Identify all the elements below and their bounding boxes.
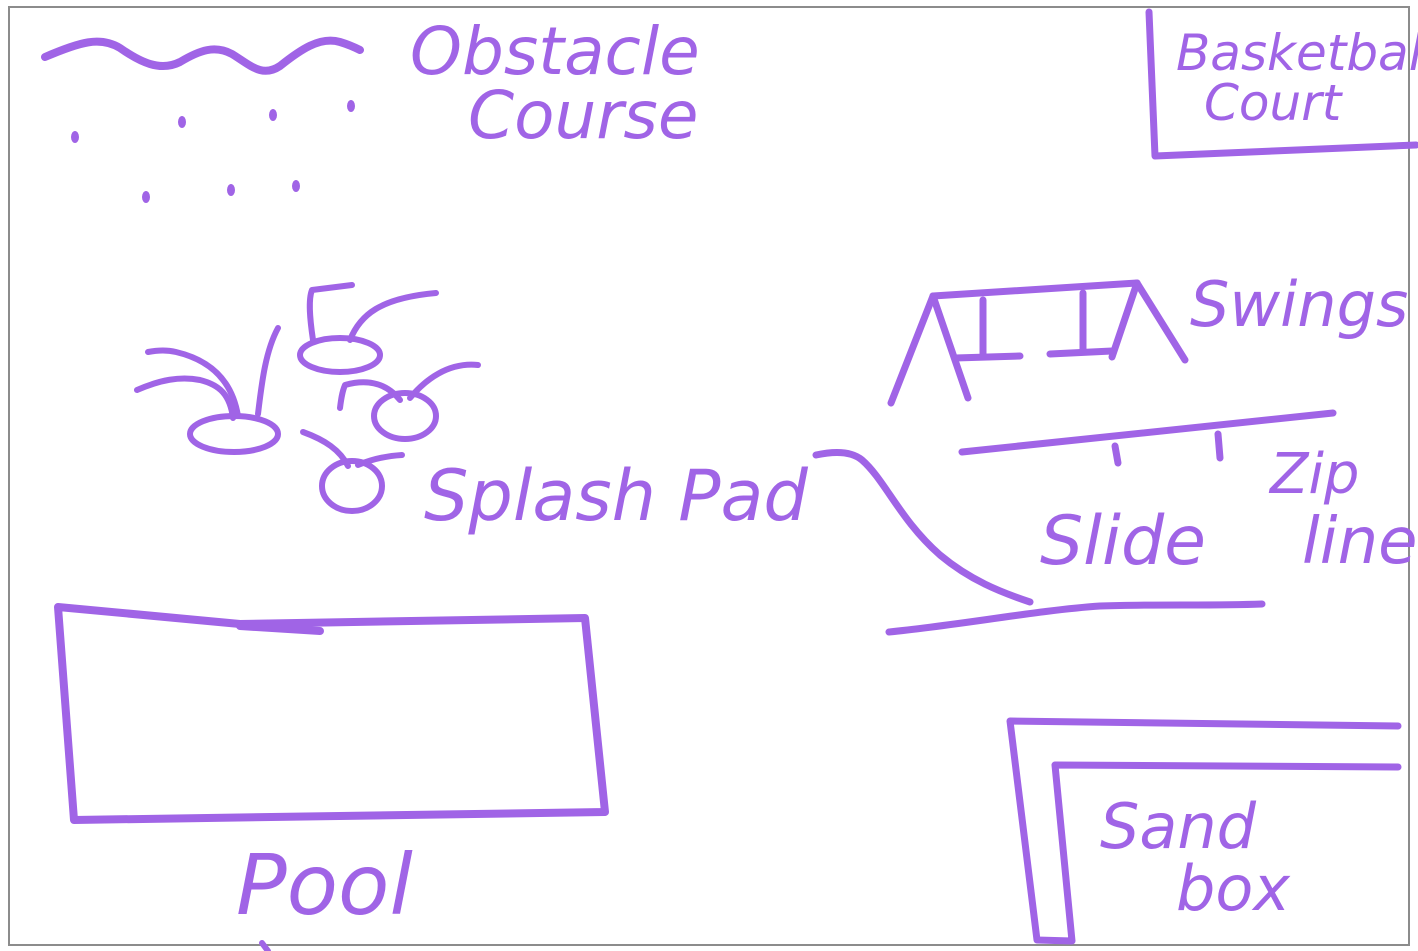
slide-label: Slide	[1040, 502, 1206, 581]
pool-outline	[58, 607, 605, 820]
zip-line-label-line2: line	[1302, 505, 1418, 579]
obstacle-course-icon	[45, 41, 360, 71]
obstacle-course-dots	[71, 100, 355, 203]
swings-icon	[891, 283, 1185, 403]
pool-label: Pool	[236, 836, 413, 934]
sand-box-label-line2: box	[1176, 852, 1291, 925]
basketball-court-label-line2: Court	[1204, 74, 1344, 132]
swings-label: Swings	[1190, 268, 1408, 341]
obstacle-course-label-line2: Course	[468, 77, 698, 154]
zip-line-label: Zip	[1268, 442, 1359, 507]
splash-pad-label: Splash Pad	[424, 455, 808, 537]
